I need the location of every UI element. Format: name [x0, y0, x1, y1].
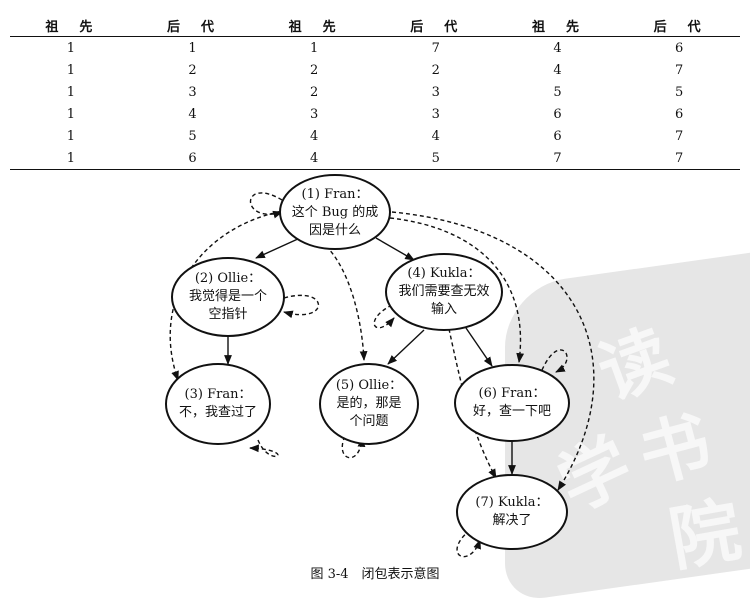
header-descendant: 后 代 [131, 14, 254, 37]
table-cell: 5 [553, 84, 562, 100]
table-cell: 3 [310, 106, 319, 122]
table-cell: 4 [553, 40, 562, 56]
table-row: 1 3 2 3 5 5 [10, 81, 740, 103]
table-cell: 7 [618, 147, 740, 170]
table-cell: 3 [431, 84, 440, 100]
edge-1-4 [375, 237, 415, 261]
header-ancestor: 祖 先 [10, 14, 132, 37]
edge-1-6 [389, 217, 525, 363]
table-cell: 4 [310, 128, 319, 144]
node-7-ellipse [456, 474, 568, 550]
table-cell: 7 [675, 128, 684, 144]
node-5-label: (5) Ollie： 是的，那是 个问题 [320, 377, 418, 431]
node-line: (3) Fran： [184, 387, 252, 402]
table-cell: 6 [553, 128, 562, 144]
node-4-ellipse [385, 253, 503, 331]
closure-diagram [165, 174, 595, 558]
table-cell: 2 [431, 62, 440, 78]
table-cell: 7 [496, 147, 619, 170]
table-cell: 6 [675, 40, 684, 56]
table-cell: 6 [553, 106, 562, 122]
table-cell: 4 [553, 62, 562, 78]
node-line: (5) Ollie： [335, 378, 403, 393]
node-4-label: (4) Kukla： 我们需要查无效 输入 [386, 265, 502, 319]
table-cell: 3 [431, 106, 440, 122]
node-line: 我们需要查无效 [398, 284, 490, 299]
self-loop-1 [249, 192, 283, 219]
header-descendant: 后 代 [618, 14, 740, 37]
table-cell: 2 [310, 84, 319, 100]
node-line: 不，我查过了 [178, 405, 257, 420]
node-3-ellipse [165, 363, 271, 445]
header-descendant: 后 代 [374, 14, 497, 37]
table-cell: 1 [66, 40, 75, 56]
node-line: (4) Kukla： [407, 266, 481, 281]
table-row: 1 4 3 3 6 6 [10, 103, 740, 125]
table-cell: 5 [188, 128, 197, 144]
node-line: 解决了 [492, 513, 532, 528]
self-loop-2 [283, 294, 320, 319]
table-header-row: 祖 先 后 代 祖 先 后 代 祖 先 后 代 [10, 14, 740, 37]
node-1-ellipse [279, 174, 391, 250]
node-line: (1) Fran： [301, 187, 369, 202]
table-cell: 5 [675, 84, 684, 100]
table-row: 1 5 4 4 6 7 [10, 125, 740, 147]
node-line: (7) Kukla： [475, 495, 549, 510]
edge-4-5 [387, 329, 425, 365]
node-line: 个问题 [349, 414, 389, 429]
self-loop-7 [456, 529, 481, 558]
table-cell: 2 [310, 62, 319, 78]
figure-caption: 图 3-4 闭包表示意图 [310, 567, 440, 582]
table-cell: 4 [188, 106, 197, 122]
node-line: 好，查一下吧 [472, 404, 551, 419]
edge-1-7 [391, 211, 595, 491]
edge-4-7 [445, 314, 497, 479]
table-cell: 3 [188, 84, 197, 100]
table-cell: 1 [66, 62, 75, 78]
table-row: 1 6 4 5 7 7 [10, 147, 740, 170]
node-line: 输入 [430, 302, 457, 317]
table-cell: 7 [675, 62, 684, 78]
edge-1-2 [255, 237, 301, 259]
table-cell: 6 [675, 106, 684, 122]
table-cell: 7 [431, 40, 440, 56]
node-line: 我觉得是一个 [188, 289, 267, 304]
table-cell: 5 [374, 147, 497, 170]
table-cell: 1 [310, 40, 319, 56]
table-cell: 6 [131, 147, 254, 170]
table-cell: 4 [253, 147, 375, 170]
node-2-label: (2) Ollie： 我觉得是一个 空指针 [172, 270, 284, 324]
self-loop-4 [373, 304, 395, 329]
node-line: 这个 Bug 的成 [291, 205, 379, 220]
node-line: 是的，那是 [336, 396, 402, 411]
node-6-label: (6) Fran： 好，查一下吧 [455, 385, 569, 421]
node-6-ellipse [454, 364, 570, 442]
node-7-label: (7) Kukla： 解决了 [457, 494, 567, 530]
header-ancestor: 祖 先 [253, 14, 375, 37]
self-loop-3 [249, 439, 279, 458]
node-line: 空指针 [208, 307, 248, 322]
table-cell: 2 [188, 62, 197, 78]
table-cell: 1 [66, 128, 75, 144]
table-row: 1 2 2 2 4 7 [10, 59, 740, 81]
node-5-ellipse [319, 363, 419, 445]
node-line: (2) Ollie： [194, 271, 262, 286]
table-cell: 1 [188, 40, 197, 56]
edge-4-6 [465, 327, 493, 367]
header-ancestor: 祖 先 [496, 14, 619, 37]
node-1-label: (1) Fran： 这个 Bug 的成 因是什么 [280, 186, 390, 240]
edge-1-5 [325, 245, 368, 361]
node-line: (6) Fran： [478, 386, 546, 401]
self-loop-6 [541, 349, 568, 373]
table-cell: 4 [431, 128, 440, 144]
node-2-ellipse [171, 257, 285, 337]
node-line: 因是什么 [308, 223, 361, 238]
node-3-label: (3) Fran： 不，我查过了 [166, 386, 270, 422]
table-cell: 1 [66, 106, 75, 122]
closure-table: 祖 先 后 代 祖 先 后 代 祖 先 后 代 1 1 1 7 4 6 1 2 … [10, 14, 740, 170]
table-row: 1 1 1 7 4 6 [10, 37, 740, 60]
table-cell: 1 [66, 84, 75, 100]
table-cell: 1 [10, 147, 132, 170]
